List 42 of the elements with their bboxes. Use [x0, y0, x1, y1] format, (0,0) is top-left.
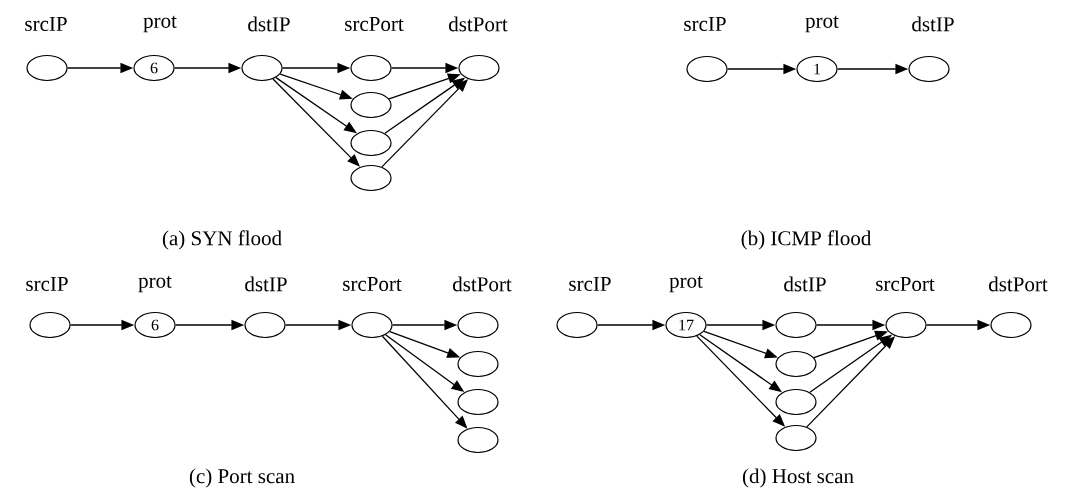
empty-node [350, 91, 392, 119]
empty-node [26, 54, 68, 82]
column-header: dstPort [453, 276, 512, 292]
empty-node [457, 311, 499, 339]
empty-node [990, 311, 1032, 339]
column-header: dstPort [989, 276, 1048, 292]
caption: (c) Port scan [189, 468, 295, 488]
column-header: srcPort [876, 277, 935, 291]
empty-node [775, 388, 817, 416]
column-header: dstIP [784, 276, 826, 292]
value-node: 1 [796, 55, 838, 83]
empty-node [457, 350, 499, 378]
empty-node [556, 311, 598, 339]
caption: (d) Host scan [742, 468, 854, 488]
empty-node [775, 424, 817, 452]
empty-node [241, 54, 283, 82]
column-header: srcPort [343, 277, 402, 291]
empty-node [244, 311, 286, 339]
empty-node [350, 164, 392, 192]
empty-node [350, 129, 392, 157]
empty-node [458, 54, 500, 82]
column-header: prot [669, 275, 703, 293]
column-header: srcIP [569, 277, 611, 291]
value-node: 6 [134, 311, 176, 339]
empty-node [29, 311, 71, 339]
arrow [272, 78, 360, 167]
caption: (b) ICMP flood [741, 230, 872, 250]
empty-node [457, 426, 499, 454]
empty-node [775, 311, 817, 339]
empty-node [350, 54, 392, 82]
empty-node [351, 311, 393, 339]
caption: (a) SYN flood [162, 230, 282, 250]
empty-node [775, 350, 817, 378]
column-header: dstIP [245, 276, 287, 292]
empty-node [457, 388, 499, 416]
empty-node [885, 311, 927, 339]
value-node: 6 [133, 54, 175, 82]
value-node: 17 [665, 311, 707, 339]
column-header: srcIP [26, 277, 68, 291]
empty-node [686, 55, 728, 83]
column-header: prot [138, 275, 172, 293]
empty-node [908, 55, 950, 83]
